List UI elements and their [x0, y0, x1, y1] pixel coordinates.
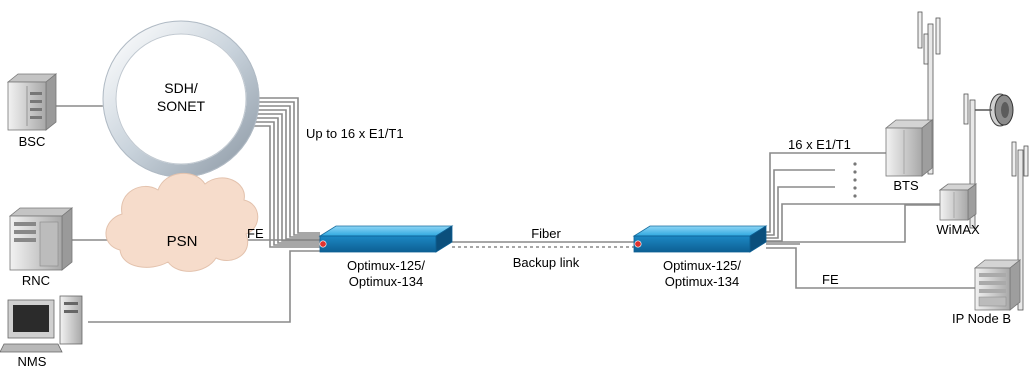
e1-bundle-right [766, 152, 940, 245]
mux-right-label-line1: Optimux-125/ [663, 258, 741, 273]
optimux-right-device [632, 225, 768, 253]
e1-bundle-left [252, 97, 320, 248]
nms-link [88, 250, 320, 323]
optimux-left-device [318, 225, 454, 253]
backup-link-label: Backup link [513, 255, 580, 270]
mux-left-label-line2: Optimux-134 [349, 274, 423, 289]
sdh-sonet-ring: SDH/ SONET [102, 20, 260, 178]
wimax-antenna-icon [938, 93, 1014, 229]
e1-dots [853, 162, 857, 198]
bsc-label: BSC [19, 134, 46, 149]
mux-right-label-line2: Optimux-134 [665, 274, 739, 289]
mux-left-label-line1: Optimux-125/ [347, 258, 425, 273]
psn-cloud: PSN [105, 172, 259, 272]
sdh-label-line2: SONET [157, 98, 206, 114]
nms-workstation-icon [0, 295, 83, 353]
rnc-server-icon [8, 207, 74, 271]
fe-right-label: FE [822, 272, 839, 287]
rnc-label: RNC [22, 273, 50, 288]
nms-label: NMS [18, 354, 47, 368]
bts-label: BTS [893, 178, 919, 193]
e1-right-label: 16 x E1/T1 [788, 137, 851, 152]
fe-left-label: FE [247, 226, 264, 241]
bsc-server-icon [6, 73, 58, 131]
fiber-label: Fiber [531, 226, 561, 241]
wimax-link [766, 204, 940, 243]
fe-link-right [766, 247, 975, 289]
sdh-label-line1: SDH/ [164, 80, 198, 96]
ip-node-b-label: IP Node B [952, 311, 1011, 326]
ip-node-b-tower-icon [973, 141, 1029, 311]
psn-label: PSN [167, 233, 198, 250]
wimax-label: WiMAX [936, 222, 980, 237]
wires [56, 97, 975, 323]
up-to-label: Up to 16 x E1/T1 [306, 126, 404, 141]
bts-tower-icon [884, 11, 941, 177]
